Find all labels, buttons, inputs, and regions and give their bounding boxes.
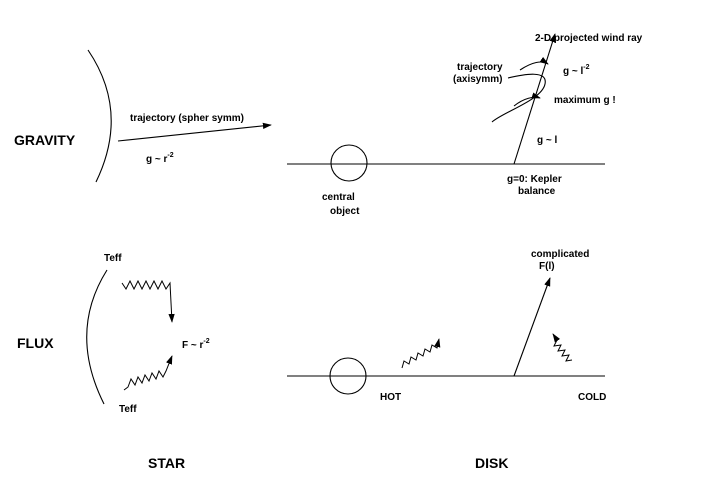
hot-wavy-ray <box>401 338 441 369</box>
wind-ray-arrow <box>513 33 556 165</box>
star-flux-wavy-ray-bottom <box>123 355 173 391</box>
star-surface-flux <box>86 269 108 405</box>
trajectory-lower-arrow <box>513 92 541 107</box>
wind-ray-label: 2-D projected wind ray <box>535 33 643 44</box>
star-gravity-trajectory-label: trajectory (spher symm) <box>130 113 244 124</box>
star-flux-wavy-ray-top <box>121 279 175 323</box>
hot-label: HOT <box>380 392 401 403</box>
trajectory-axisymm-label-line1: trajectory <box>457 62 503 73</box>
star-gravity-trajectory-arrow <box>117 122 272 142</box>
column-label-disk: DISK <box>475 455 508 471</box>
central-object-label-line1: central <box>322 192 355 203</box>
star-flux-law-label: F ~ r-2 <box>182 338 210 351</box>
trajectory-axisymm-label-line2: (axisymm) <box>453 74 502 85</box>
central-object-label-line2: object <box>330 206 360 217</box>
row-label-gravity: GRAVITY <box>14 132 76 148</box>
star-gravity-law-label: g ~ r-2 <box>146 152 174 165</box>
trajectory-axisymm-loop <box>491 73 546 123</box>
complicated-flux-arrow <box>513 277 551 377</box>
kepler-balance-label-line2: balance <box>518 186 556 197</box>
central-object-flux <box>329 357 367 395</box>
complicated-flux-label-line2: F(l) <box>539 261 555 272</box>
maximum-g-label: maximum g ! <box>554 95 616 106</box>
star-surface-gravity <box>87 49 112 183</box>
trajectory-upper-arrow <box>519 56 549 71</box>
gravity-law-lower-label: g ~ l <box>537 135 558 146</box>
complicated-flux-label-line1: complicated <box>531 249 589 260</box>
central-object-gravity <box>330 144 368 182</box>
star-flux-teff-bottom-label: Teff <box>119 404 137 415</box>
gravity-law-upper-label: g ~ l-2 <box>563 64 590 77</box>
row-label-flux: FLUX <box>17 335 54 351</box>
star-flux-teff-top-label: Teff <box>104 253 122 264</box>
kepler-balance-label-line1: g=0: Kepler <box>507 174 562 185</box>
cold-label: COLD <box>578 392 606 403</box>
cold-wavy-ray <box>552 333 573 362</box>
column-label-star: STAR <box>148 455 185 471</box>
